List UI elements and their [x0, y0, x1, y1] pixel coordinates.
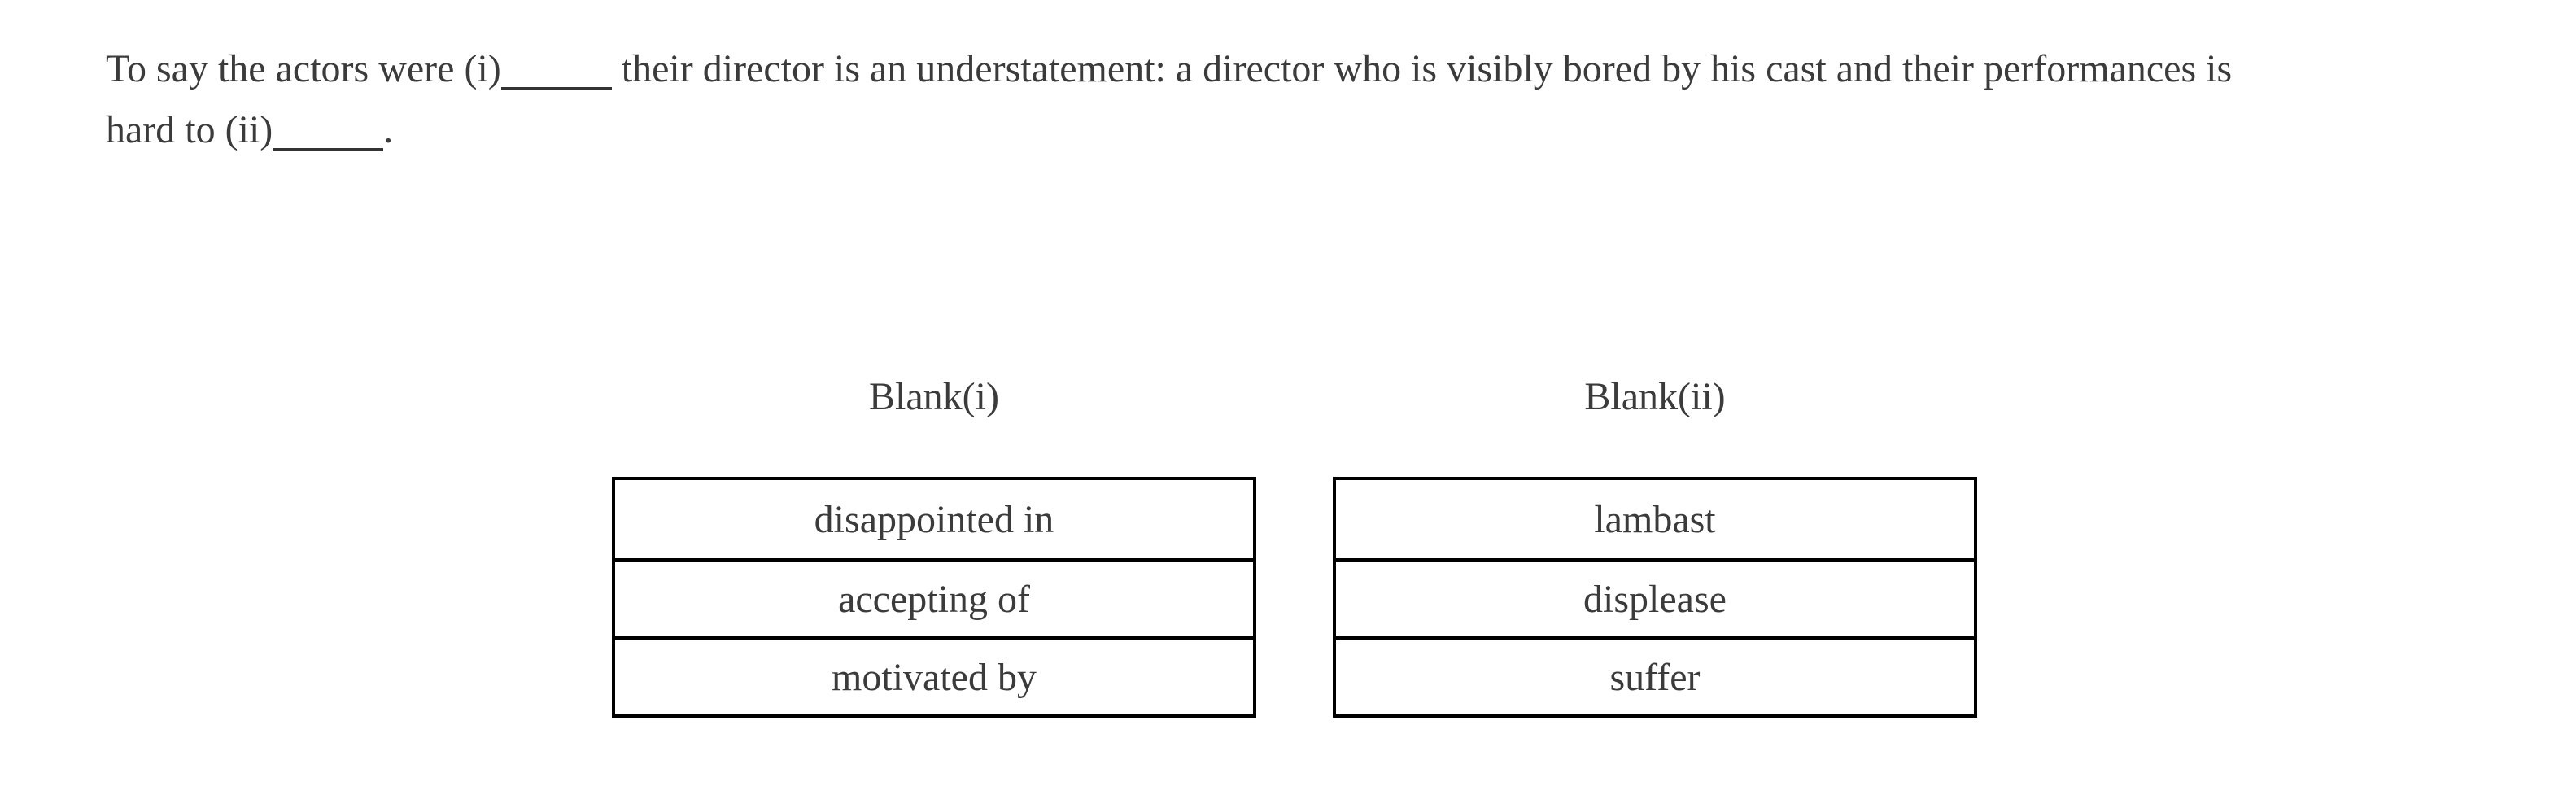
- passage-line-2: hard to (ii).: [106, 99, 2506, 160]
- passage-text-3: hard to (ii): [106, 108, 273, 151]
- blank-ii-choices-column: Blank(ii) lambast displease suffer: [1333, 366, 1977, 718]
- question-passage: To say the actors were (i) their directo…: [106, 38, 2506, 160]
- passage-text-1: To say the actors were (i): [106, 47, 501, 90]
- blank-ii-underline: [273, 148, 384, 151]
- blank-ii-options-table: lambast displease suffer: [1333, 477, 1977, 718]
- choice-option[interactable]: accepting of: [615, 558, 1253, 636]
- blank-i-underline: [500, 87, 612, 90]
- passage-text-4: .: [383, 108, 394, 151]
- choice-option[interactable]: lambast: [1594, 497, 1716, 541]
- choice-option[interactable]: disappointed in: [814, 497, 1054, 541]
- choice-option[interactable]: displease: [1336, 558, 1974, 636]
- blank-i-choices-column: Blank(i) disappointed in accepting of mo…: [612, 366, 1256, 718]
- passage-text-2: their director is an understatement: a d…: [611, 47, 2233, 90]
- choice-option[interactable]: motivated by: [615, 636, 1253, 714]
- choice-option[interactable]: suffer: [1336, 636, 1974, 714]
- blank-i-header: Blank(i): [869, 375, 999, 418]
- blank-ii-header: Blank(ii): [1584, 375, 1726, 418]
- passage-line-1: To say the actors were (i) their directo…: [106, 38, 2506, 99]
- blank-i-options-table: disappointed in accepting of motivated b…: [612, 477, 1256, 718]
